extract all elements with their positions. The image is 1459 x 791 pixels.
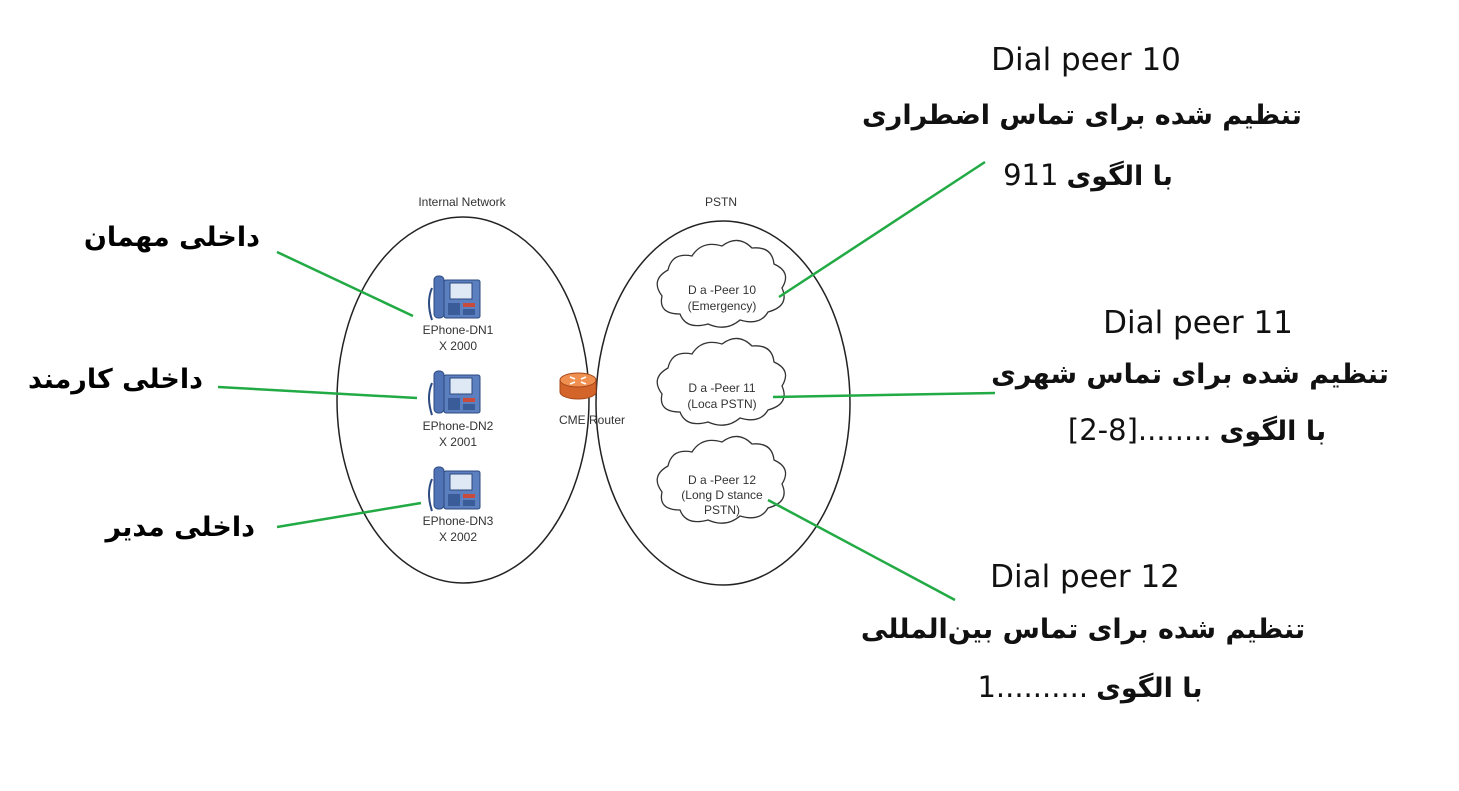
connector-line (778, 160, 986, 299)
pattern-prefix: با الگوی (1096, 673, 1203, 704)
phone-extension: X 2000 (439, 339, 477, 353)
dial-peer-description: تنظیم شده برای تماس اضطراری (862, 100, 1302, 131)
dial-peer-description: تنظیم شده برای تماس بین‌المللی (860, 614, 1306, 645)
ip-phone-icon (428, 466, 481, 512)
pattern-prefix: با الگوی (1219, 416, 1327, 447)
dial-peer-pattern: [2-8]........ با الگوی (1068, 413, 1326, 447)
cloud-label: D a -Peer 10 (688, 283, 756, 297)
phone-name: EPhone-DN3 (423, 514, 494, 528)
pstn-label: PSTN (705, 195, 737, 209)
connector-line (767, 498, 956, 602)
dial-peer-title: Dial peer 11 (1103, 305, 1293, 341)
cloud-label: (Loca PSTN) (687, 397, 756, 411)
cloud-label: D a -Peer 12 (688, 473, 756, 487)
ip-phone-icon (428, 275, 481, 321)
dial-peer-pattern: 911 با الگوی (1003, 158, 1173, 192)
connector-line (276, 250, 414, 318)
connector-line (276, 501, 422, 529)
cloud-label: PSTN) (704, 503, 740, 517)
phone-name: EPhone-DN2 (423, 419, 494, 433)
dial-peer-pattern: 1.......... با الگوی (977, 670, 1202, 704)
extension-annotation-employee: داخلی کارمند (27, 364, 203, 395)
router-icon (559, 372, 597, 400)
extension-annotation-guest: داخلی مهمان (83, 222, 260, 253)
router-label: CME Router (559, 413, 625, 427)
connector-lines (217, 160, 996, 602)
phone-extension: X 2002 (439, 530, 477, 544)
ip-phone-icon (428, 370, 481, 416)
cloud-label: D a -Peer 11 (688, 381, 755, 395)
connector-line (772, 391, 996, 399)
internal-network-label: Internal Network (418, 195, 506, 209)
pstn-ellipse (595, 220, 851, 586)
phone-extension: X 2001 (439, 435, 477, 449)
dial-peer-title: Dial peer 10 (991, 42, 1181, 78)
phone-name: EPhone-DN1 (423, 323, 494, 337)
pattern-value: 1.......... (977, 670, 1089, 704)
pattern-prefix: با الگوی (1066, 161, 1173, 192)
internal-network-ellipse (336, 216, 590, 584)
connector-line (217, 385, 418, 400)
dial-peer-title: Dial peer 12 (990, 559, 1180, 595)
dial-peer-description: تنظیم شده برای تماس شهری (991, 359, 1389, 390)
pattern-value: 911 (1003, 158, 1059, 192)
pattern-value: [2-8]........ (1067, 413, 1212, 447)
cloud-label: (Emergency) (688, 299, 757, 313)
cloud-label: (Long D stance (681, 488, 763, 502)
extension-annotation-manager: داخلی مدیر (105, 512, 255, 543)
